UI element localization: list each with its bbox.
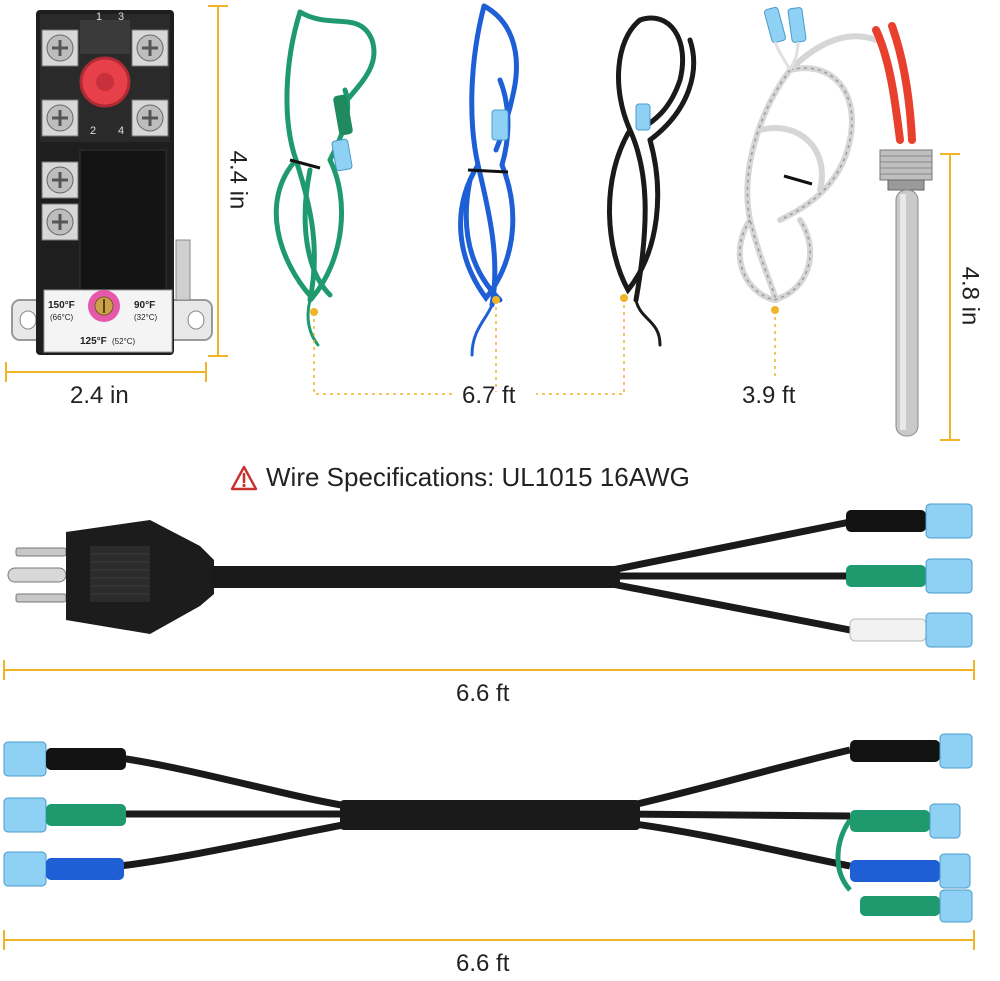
sensor-terminal-icon-left (764, 6, 786, 44)
green-wire-sleeve (333, 94, 353, 136)
wire-spec-text: Wire Specifications: UL1015 16AWG (266, 462, 690, 492)
temp-low-label: 90°F (134, 300, 155, 311)
plug-main-cable (210, 566, 620, 588)
jumper-cable-length-label: 6.6 ft (456, 950, 510, 977)
warning-icon (230, 465, 258, 490)
heating-element-leads (872, 22, 916, 144)
heating-element-rod (895, 189, 919, 437)
jumper-left-terminal-icon-3 (3, 851, 47, 887)
terminal-label-2: 2 (90, 125, 96, 137)
black-lead-terminal-icon (925, 503, 973, 539)
jumper-left-sleeve-green (46, 804, 126, 826)
jumper-left-sleeve-blue (46, 858, 124, 880)
terminal-label-1: 1 (96, 11, 102, 23)
heating-element-fitting (879, 149, 933, 181)
jumper-right-terminal-icon-2 (929, 803, 961, 839)
thermostat-cover (79, 149, 167, 291)
power-plug-cable (7, 503, 973, 648)
jumper-right-terminal-icon-3 (939, 853, 971, 889)
jumper-right-sleeve-blue (850, 860, 940, 882)
green-lead-sleeve (846, 565, 926, 587)
reset-button-center (96, 73, 114, 91)
jumper-left-terminal-icon-1 (3, 741, 47, 777)
jumper-right-sleeve-black (850, 740, 940, 762)
thermostat-rating-plate (80, 20, 130, 54)
plug-grip (90, 546, 150, 602)
plug-prong-top (15, 547, 67, 557)
jumper-left-terminal-icon-2 (3, 797, 47, 833)
wire-spec-banner: Wire Specifications: UL1015 16AWG (230, 462, 690, 493)
blue-wire-coil (458, 3, 519, 357)
element-length-label: 4.8 in (956, 266, 984, 326)
black-wire-terminal-icon (635, 103, 651, 131)
green-wire-coil (273, 9, 377, 347)
jumper-right-sleeve-green-2 (860, 896, 940, 916)
terminal-label-3: 3 (118, 11, 124, 23)
jumper-green-loop (835, 818, 853, 892)
blue-wire-tie (467, 168, 509, 174)
temp-mid-label: 125°F (80, 336, 107, 347)
jumper-right-sleeve-green (850, 810, 930, 832)
terminal-screws (41, 29, 169, 241)
wire-length-label: 6.7 ft (462, 382, 516, 409)
thermostat-dimensions (5, 5, 228, 382)
thermostat-side-tab (175, 239, 191, 301)
green-wire-terminal-icon (331, 138, 353, 172)
white-lead-terminal-icon (925, 612, 973, 648)
terminal-label-4: 4 (118, 125, 124, 137)
wire-length-leaders (313, 298, 776, 395)
black-lead-sleeve (846, 510, 926, 532)
sensor-terminal-icon-right (787, 7, 807, 43)
temp-low-celsius: (32°C) (134, 313, 158, 322)
plug-prong-bottom (15, 593, 67, 603)
sensor-wire-length-label: 3.9 ft (742, 382, 796, 409)
green-wire-tie (289, 158, 321, 170)
temp-high-celsius: (66°C) (50, 313, 74, 322)
thermostat: 1 3 2 4 150°F (66°C) 90°F (32°C) 125°F (… (11, 10, 213, 355)
sensor-wire-texture (739, 67, 853, 301)
blue-wire-terminal-icon (491, 109, 509, 141)
white-lead-sleeve (849, 618, 927, 642)
plug-cable-length-label: 6.6 ft (456, 680, 510, 707)
green-lead-terminal-icon (925, 558, 973, 594)
jumper-right-terminal-icon-1 (939, 733, 973, 769)
jumper-cable-dimension (3, 930, 975, 950)
bracket-hole-left (19, 310, 37, 330)
temp-mid-celsius: (52°C) (112, 337, 136, 346)
heating-element (872, 22, 933, 437)
thermostat-width-label: 2.4 in (70, 382, 129, 409)
plug-ground-pin (7, 567, 67, 583)
jumper-right-terminal-icon-4 (939, 889, 973, 923)
black-wire-coil (607, 15, 697, 347)
jumper-cable (119, 746, 853, 892)
jumper-left-sleeve-black (46, 748, 126, 770)
temp-high-label: 150°F (48, 300, 75, 311)
element-dimension (940, 153, 960, 441)
sensor-wire-tie (783, 174, 813, 186)
thermostat-height-label: 4.4 in (224, 150, 252, 210)
wire-length-dots (310, 294, 779, 316)
jumper-main-cable (340, 800, 640, 830)
plug-cable-dimension (3, 660, 975, 680)
bracket-hole-right (187, 310, 205, 330)
sensor-wire-coil (736, 33, 879, 304)
